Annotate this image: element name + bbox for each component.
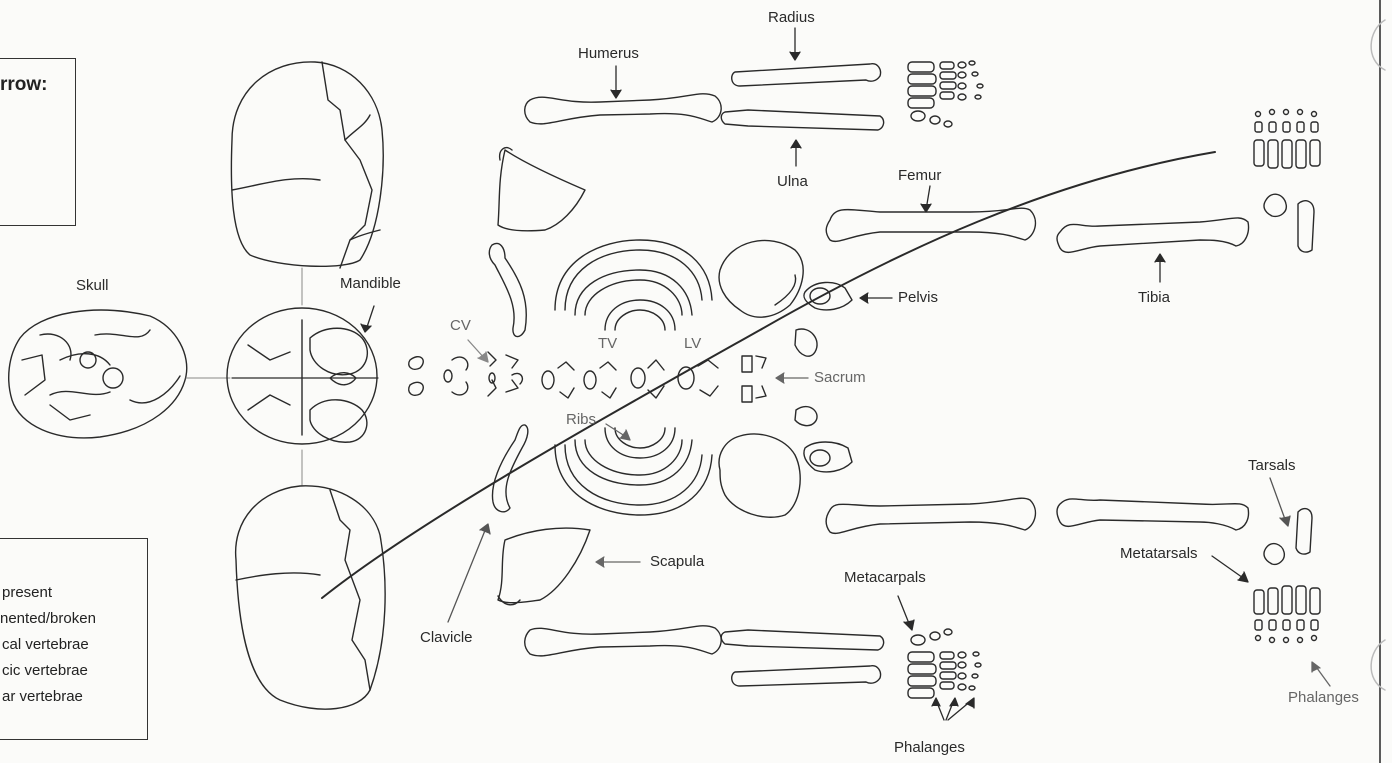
skull-inferior bbox=[236, 486, 386, 709]
scapula-bottom bbox=[498, 528, 590, 605]
hand-bottom bbox=[908, 629, 981, 698]
skull-superior bbox=[231, 62, 383, 268]
ribs-top bbox=[555, 240, 712, 330]
pen-stroke bbox=[322, 152, 1215, 598]
legend-line: nented/broken bbox=[0, 610, 96, 627]
label-humerus: Humerus bbox=[578, 46, 639, 61]
ulna-bottom bbox=[721, 630, 883, 650]
clavicle-bottom bbox=[492, 425, 527, 512]
label-clavicle: Clavicle bbox=[420, 630, 473, 645]
label-femur: Femur bbox=[898, 168, 941, 183]
label-mandible: Mandible bbox=[340, 276, 401, 291]
humerus-top bbox=[525, 94, 721, 124]
vertebrae bbox=[409, 352, 766, 402]
legend-line: cic vertebrae bbox=[2, 662, 88, 679]
label-metatarsals: Metatarsals bbox=[1120, 546, 1198, 561]
top-legend-title: rrow: bbox=[0, 74, 48, 96]
pelvis-bottom bbox=[719, 407, 852, 518]
label-phalanges-hand: Phalanges bbox=[894, 740, 965, 755]
label-sacrum: Sacrum bbox=[814, 370, 866, 385]
skull-lateral bbox=[9, 310, 230, 438]
femur-bottom bbox=[826, 498, 1035, 533]
pelvis-top bbox=[719, 240, 852, 356]
label-tv: TV bbox=[598, 336, 617, 351]
label-ribs: Ribs bbox=[566, 412, 596, 427]
scapula-top bbox=[498, 148, 585, 231]
foot-top bbox=[1254, 110, 1320, 253]
clavicle-top bbox=[489, 243, 526, 336]
label-tibia: Tibia bbox=[1138, 290, 1170, 305]
label-pelvis: Pelvis bbox=[898, 290, 938, 305]
hand-top bbox=[908, 61, 983, 127]
legend-line: ar vertebrae bbox=[2, 688, 83, 705]
label-radius: Radius bbox=[768, 10, 815, 25]
label-lv: LV bbox=[684, 336, 701, 351]
radius-bottom bbox=[732, 666, 881, 686]
radius-top bbox=[732, 64, 881, 86]
label-ulna: Ulna bbox=[777, 174, 808, 189]
label-skull: Skull bbox=[76, 278, 109, 293]
label-metacarpals: Metacarpals bbox=[844, 570, 926, 585]
legend-line: present bbox=[2, 584, 52, 601]
foot-bottom bbox=[1254, 509, 1320, 643]
tibia-bottom bbox=[1057, 499, 1249, 530]
label-scapula: Scapula bbox=[650, 554, 704, 569]
skull-base bbox=[227, 268, 378, 485]
femur-top bbox=[826, 208, 1035, 241]
legend-line: cal vertebrae bbox=[2, 636, 89, 653]
tibia-top bbox=[1057, 218, 1249, 252]
ribs-bottom bbox=[555, 428, 712, 515]
label-tarsals: Tarsals bbox=[1248, 458, 1296, 473]
label-cv: CV bbox=[450, 318, 471, 333]
label-phalanges-foot: Phalanges bbox=[1288, 690, 1359, 705]
humerus-bottom bbox=[525, 626, 721, 656]
ulna-top bbox=[721, 110, 883, 130]
